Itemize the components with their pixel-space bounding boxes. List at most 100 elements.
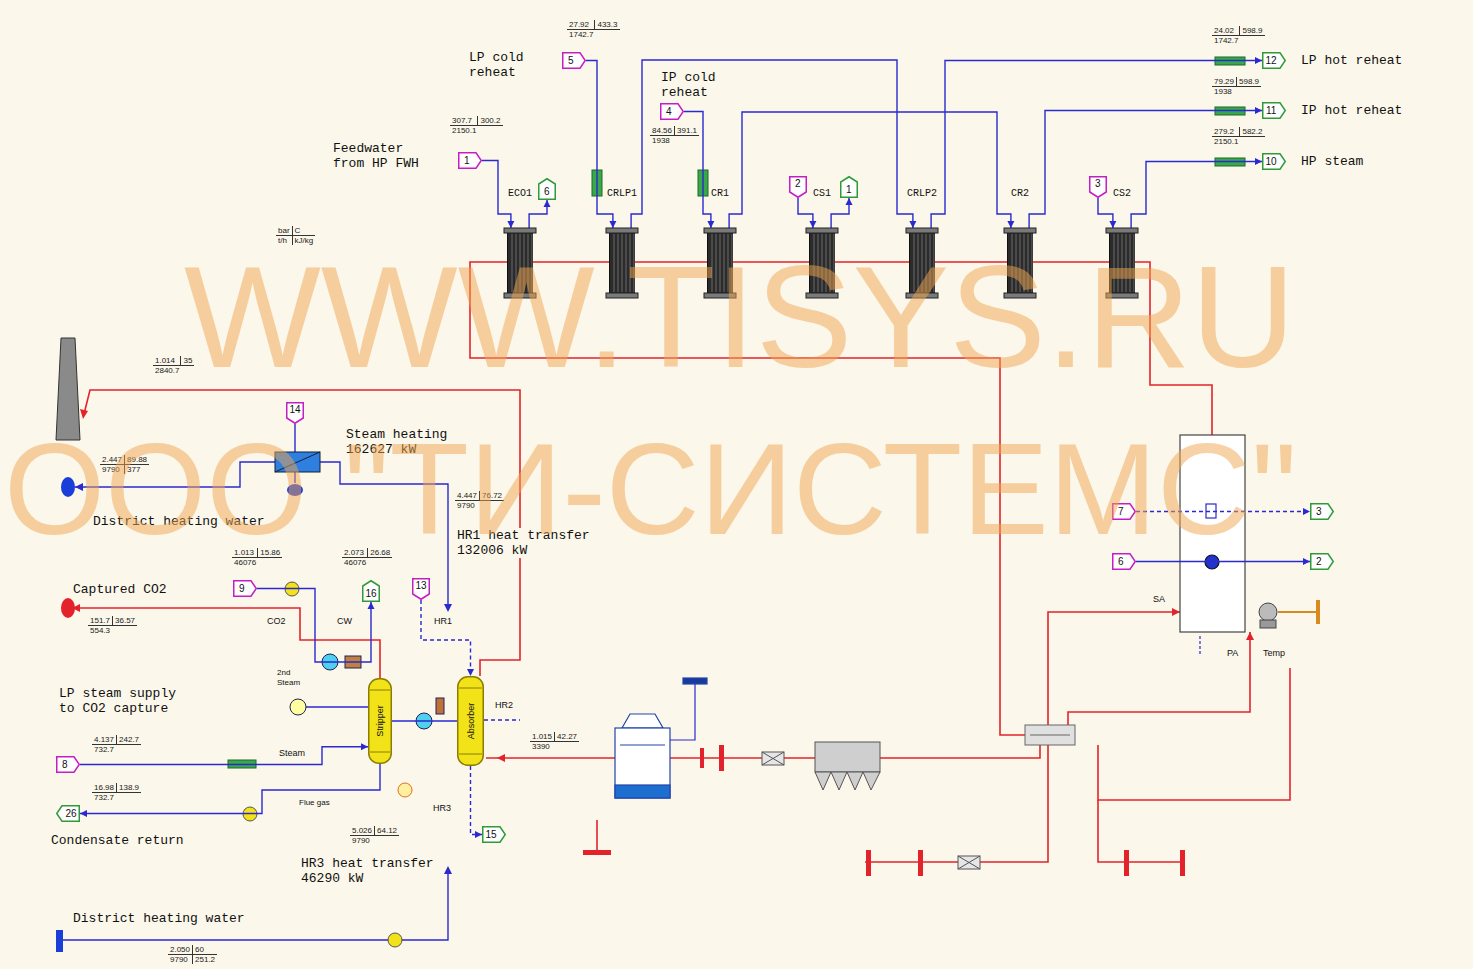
heat-exchanger-symbol [398, 783, 412, 797]
table-cell: 27.92 [567, 20, 595, 30]
electrostatic-precipitator [863, 772, 880, 790]
stream-table: 27.92433.31742.7 [567, 20, 620, 39]
flue-gas-duct [670, 757, 815, 759]
tag-outline [1311, 554, 1334, 570]
table-cell: 4.447 [455, 491, 480, 501]
arrow-head [809, 221, 816, 228]
water-pipe [75, 462, 275, 487]
heat-exchanger: CRLP1 [609, 228, 635, 298]
stream-number: 11 [1266, 105, 1276, 117]
tag-outline [790, 177, 807, 198]
tube-line [822, 234, 823, 292]
stream-number: 16 [366, 588, 377, 600]
tube-line [918, 234, 919, 292]
tube-line [520, 234, 521, 292]
pump [388, 933, 402, 947]
table-cell: 2150.1 [1212, 137, 1240, 146]
tag-outline [1263, 53, 1286, 69]
tube-line [1118, 234, 1119, 292]
table-cell: 60 [193, 945, 217, 955]
tube-line [1016, 234, 1017, 292]
stream-note: CO2 [266, 616, 287, 627]
tube-line [1012, 234, 1013, 292]
tag-outline [661, 104, 684, 120]
header-cap [806, 293, 838, 298]
node-outline [609, 228, 635, 298]
pipe-connector [80, 764, 380, 817]
arrow-head [846, 198, 853, 205]
table-cell: 2150.1 [450, 126, 478, 135]
stream-number: 1 [464, 155, 470, 167]
water-arrow [75, 483, 452, 874]
district-heating-terminal [56, 930, 63, 952]
arrow-head [707, 221, 714, 228]
table-cell: 64.12 [375, 826, 399, 836]
stream-tag: 16 [362, 580, 380, 602]
stream-number: 6 [1118, 556, 1124, 568]
table-cell: 5.026 [350, 826, 375, 836]
arrow-head [507, 221, 514, 228]
tag-outline [563, 53, 586, 69]
stream-tag: 9 [233, 580, 257, 597]
table-cell: 391.1 [675, 126, 699, 136]
stream-number: 9 [239, 583, 245, 595]
tube-line [926, 234, 927, 292]
flue-gas-duct [880, 745, 1040, 758]
tube-line [826, 234, 827, 292]
scrubber [670, 684, 695, 740]
arrow-head [909, 221, 916, 228]
tube-line [1122, 234, 1123, 292]
node-outline [1112, 503, 1136, 520]
table-cell: 732.7 [92, 745, 117, 754]
table-cell: 2.447 [100, 455, 125, 465]
table-cell: 300.2 [478, 116, 502, 126]
table-cell: 1742.7 [1212, 36, 1240, 45]
table-cell: 46076 [342, 558, 368, 567]
table-cell: 89.88 [125, 455, 149, 465]
tag-outline [1311, 504, 1334, 520]
pipe-connector [1098, 198, 1116, 228]
stream-tag: 14 [286, 402, 304, 424]
stream-tag: 3 [1089, 176, 1107, 198]
node-outline [1109, 228, 1135, 298]
table-cell: bar [276, 226, 293, 236]
tag-outline [57, 806, 80, 822]
fan-damper [719, 745, 724, 771]
pipe-line [1136, 561, 1310, 562]
tube-line [1028, 234, 1029, 292]
table-cell: 42.27 [555, 732, 579, 742]
exchanger-label: CRLP1 [607, 188, 637, 200]
column-vessel: Absorber [457, 676, 484, 766]
air-preheater [1030, 735, 1070, 736]
stream-number: 15 [486, 829, 497, 841]
fan-damper [700, 748, 704, 768]
table-cell: 433.3 [595, 20, 619, 30]
table-cell: 732.7 [92, 793, 117, 802]
steam-heater [275, 452, 320, 472]
arrow-head [1303, 558, 1310, 565]
flue-gas-duct [1098, 668, 1290, 800]
pipe-connector [1136, 558, 1310, 565]
tube-line [922, 234, 923, 292]
stream-note: SA [1152, 594, 1166, 605]
table-cell: 26.68 [368, 548, 392, 558]
heat-exchanger: ECO1 [507, 228, 533, 298]
boiler [1199, 636, 1200, 656]
stream-table: 1.014352840.7 [153, 356, 194, 375]
tag-outline [363, 581, 380, 602]
arrow-head [1303, 508, 1310, 515]
tube-line [634, 234, 635, 292]
stream-note: HR3 [432, 803, 452, 814]
water-pipe [320, 462, 448, 610]
stream-tag: 5 [562, 52, 586, 69]
exchanger-label: CR2 [1011, 188, 1029, 200]
stream-tag: 1 [458, 152, 482, 169]
stream-tag: 1 [840, 176, 858, 198]
tag-outline [1113, 554, 1136, 570]
stream-table: 279.2582.22150.1 [1212, 127, 1265, 146]
duct-damper-box [958, 856, 980, 869]
pipe-line [529, 200, 547, 228]
duct-damper-box [762, 752, 784, 765]
flue-gas-duct [78, 608, 380, 678]
table-cell: 36.57 [113, 616, 137, 626]
